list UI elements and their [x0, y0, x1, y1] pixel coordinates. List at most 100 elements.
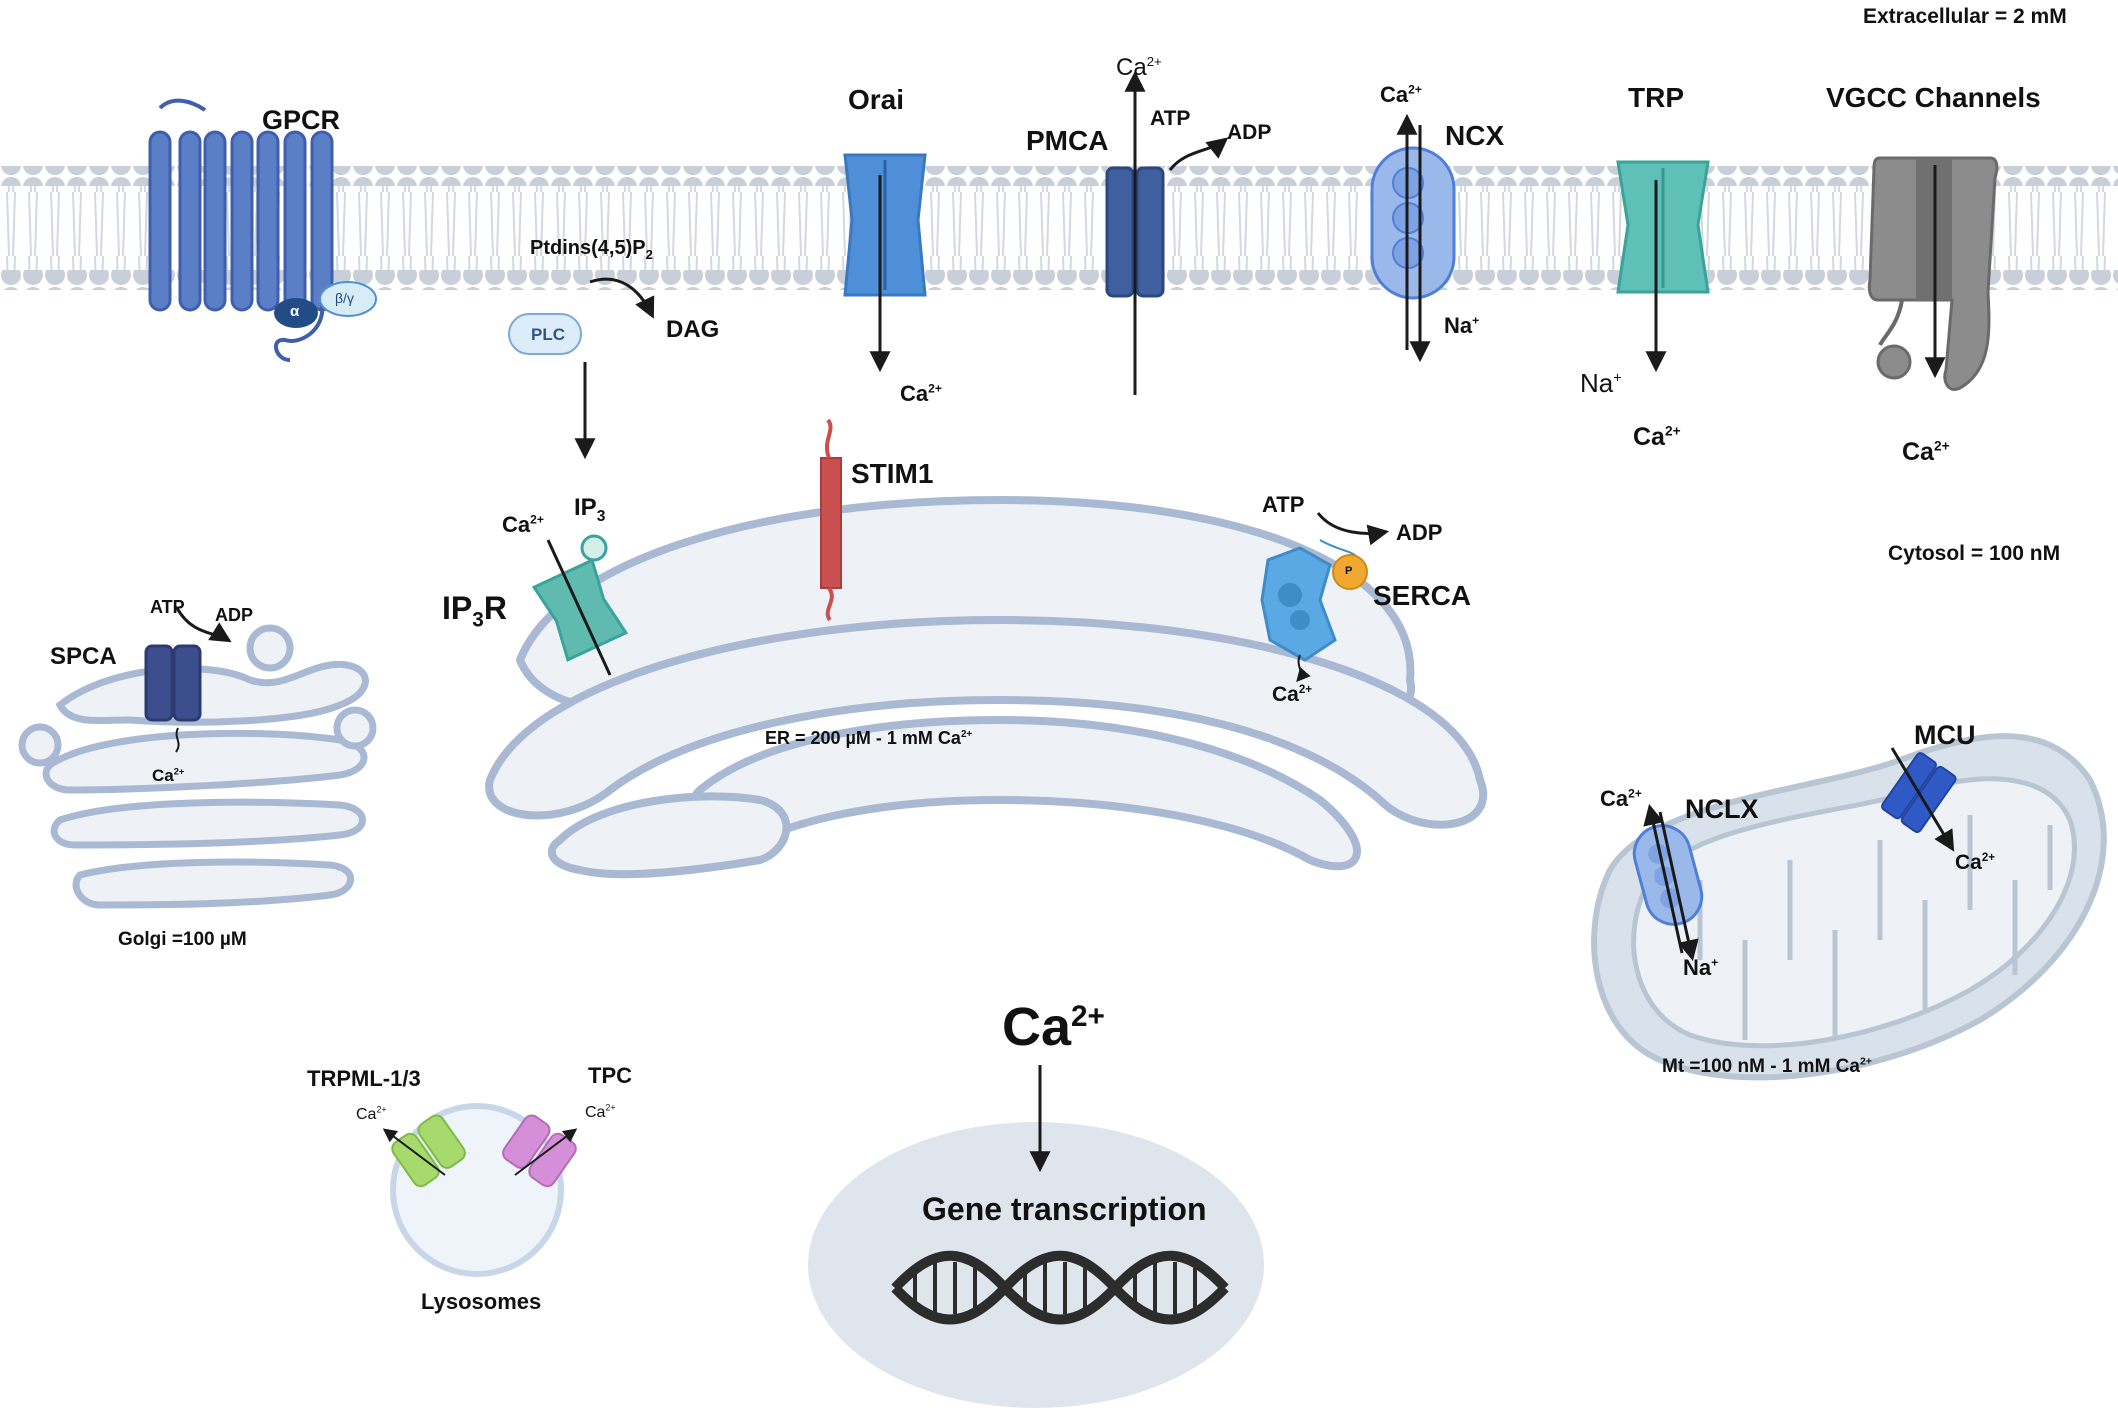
- pip2-text: Ptdins(4,5)P: [530, 237, 646, 259]
- nclx-na-text: Na: [1683, 955, 1712, 980]
- endoplasmic-reticulum: [485, 495, 1487, 879]
- ip3-label: IP3: [574, 494, 605, 525]
- ncx-ca-charge: 2+: [1408, 82, 1422, 97]
- ncx-na-label: Na+: [1444, 315, 1479, 337]
- stim1-protein: [820, 418, 842, 622]
- cytosol-concentration-label: Cytosol = 100 nM: [1888, 542, 2061, 565]
- pip2-to-dag-arrow: [589, 277, 655, 319]
- trpml-ca-label: Ca2+: [356, 1105, 386, 1123]
- gpcr-receptor: [148, 98, 334, 362]
- golgi-ca-text: Ca: [152, 766, 174, 785]
- serca-adp-label: ADP: [1396, 520, 1443, 545]
- golgi-ca-label: Ca2+: [152, 767, 184, 784]
- pmca-pump: [1105, 70, 1229, 395]
- serca-ca-label: Ca2+: [1272, 684, 1312, 705]
- ncx-label: NCX: [1445, 120, 1505, 151]
- golgi-ca-charge: 2+: [173, 766, 185, 777]
- ncx-na-charge: +: [1472, 313, 1480, 328]
- nclx-ca-text: Ca: [1600, 786, 1629, 811]
- orai-label: Orai: [848, 84, 905, 115]
- tpc-channel: [502, 1114, 578, 1188]
- ncx-na-text: Na: [1444, 313, 1473, 338]
- gpcr-label: GPCR: [262, 105, 341, 135]
- er-concentration-text: ER = 200 µM - 1 mM Ca: [765, 728, 961, 748]
- pmca-ca-text: Ca: [1116, 54, 1147, 81]
- lysosomes-label: Lysosomes: [421, 1289, 542, 1314]
- ip3-molecule: [580, 534, 608, 562]
- mito-concentration-label: Mt =100 nM - 1 mM Ca2+: [1662, 1057, 1872, 1076]
- ip3r-subscript: 3: [472, 608, 484, 632]
- mcu-ca-label: Ca2+: [1955, 852, 1995, 873]
- trp-ca-label: Ca2+: [1633, 423, 1681, 451]
- plasma-membrane: [0, 166, 2118, 290]
- serca-ca-text: Ca: [1272, 683, 1299, 706]
- mito-concentration-text: Mt =100 nM - 1 mM Ca: [1662, 1056, 1860, 1077]
- trp-ca-text: Ca: [1633, 423, 1665, 451]
- phosphate-group: [1332, 554, 1368, 590]
- tpc-ca-label: Ca2+: [585, 1102, 616, 1121]
- serca-label: SERCA: [1373, 580, 1472, 611]
- plc-enzyme: [508, 313, 582, 355]
- trpml-ca-text: Ca: [356, 1106, 377, 1123]
- pmca-ca-charge: 2+: [1146, 54, 1162, 69]
- ip3r-label: IP3R: [442, 590, 507, 630]
- serca-ca-charge: 2+: [1298, 684, 1313, 696]
- nclx-ca-label: Ca2+: [1600, 788, 1642, 810]
- trp-na-charge: +: [1613, 370, 1622, 387]
- trp-label: TRP: [1628, 82, 1684, 113]
- vgcc-ca-charge: 2+: [1933, 438, 1950, 454]
- golgi-concentration-label: Golgi =100 µM: [118, 929, 247, 950]
- pmca-ca-label: Ca2+: [1116, 54, 1162, 81]
- extracellular-concentration-label: Extracellular = 2 mM: [1863, 5, 2067, 28]
- trp-na-label: Na+: [1580, 370, 1622, 396]
- g-betagamma-label: β/γ: [335, 290, 354, 306]
- trp-na-text: Na: [1580, 368, 1614, 398]
- mito-ca-charge: 2+: [1859, 1056, 1872, 1068]
- ip3r-ca-text: Ca: [502, 512, 531, 537]
- nclx-exchanger: [1632, 803, 1704, 962]
- trpml-label: TRPML-1/3: [307, 1066, 421, 1091]
- g-protein-betagamma: [319, 281, 377, 317]
- tpc-label: TPC: [588, 1063, 632, 1088]
- orai-ca-text: Ca: [900, 381, 929, 406]
- central-ca-charge: 2+: [1071, 1000, 1105, 1033]
- ncx-ca-text: Ca: [1380, 82, 1409, 107]
- g-protein-alpha: [274, 298, 318, 328]
- trp-channel: [1616, 160, 1710, 373]
- pmca-atp-label: ATP: [1150, 107, 1191, 130]
- stim1-label: STIM1: [851, 458, 934, 489]
- er-ca-charge: 2+: [960, 729, 973, 740]
- orai-channel: [843, 153, 927, 373]
- ip3r-suffix: R: [483, 590, 507, 626]
- nclx-na-label: Na+: [1683, 957, 1718, 979]
- pmca-adp-label: ADP: [1227, 121, 1272, 144]
- ncx-exchanger: [1370, 113, 1456, 363]
- dag-label: DAG: [666, 316, 720, 343]
- central-ca-label: Ca2+: [1002, 1000, 1105, 1054]
- ip3-text: IP: [574, 494, 597, 521]
- nclx-na-charge: +: [1711, 955, 1719, 970]
- central-ca-text: Ca: [1002, 997, 1072, 1057]
- ncx-ca-label: Ca2+: [1380, 84, 1422, 106]
- orai-ca-charge: 2+: [928, 381, 942, 396]
- spca-pump: [144, 607, 232, 753]
- pip2-subscript: 2: [645, 247, 653, 262]
- tpc-ca-charge: 2+: [605, 1102, 616, 1113]
- mcu-ca-text: Ca: [1955, 851, 1982, 874]
- ip3-subscript: 3: [596, 507, 606, 525]
- spca-label: SPCA: [50, 643, 117, 670]
- phosphate-label: P: [1345, 565, 1353, 577]
- vgcc-ca-label: Ca2+: [1902, 438, 1950, 465]
- trp-ca-charge: 2+: [1664, 423, 1681, 439]
- golgi-apparatus: [18, 624, 377, 909]
- plc-label: PLC: [531, 325, 565, 344]
- trpml-channel: [382, 1114, 466, 1188]
- er-concentration-label: ER = 200 µM - 1 mM Ca2+: [765, 729, 972, 747]
- dna-helix: [891, 1250, 1229, 1325]
- gene-transcription-label: Gene transcription: [922, 1191, 1207, 1227]
- ip3r-text: IP: [442, 590, 473, 626]
- g-alpha-label: α: [290, 303, 300, 320]
- mcu-ca-charge: 2+: [1981, 852, 1996, 864]
- ip3r-ca-label: Ca2+: [502, 514, 544, 536]
- nclx-ca-charge: 2+: [1628, 786, 1642, 801]
